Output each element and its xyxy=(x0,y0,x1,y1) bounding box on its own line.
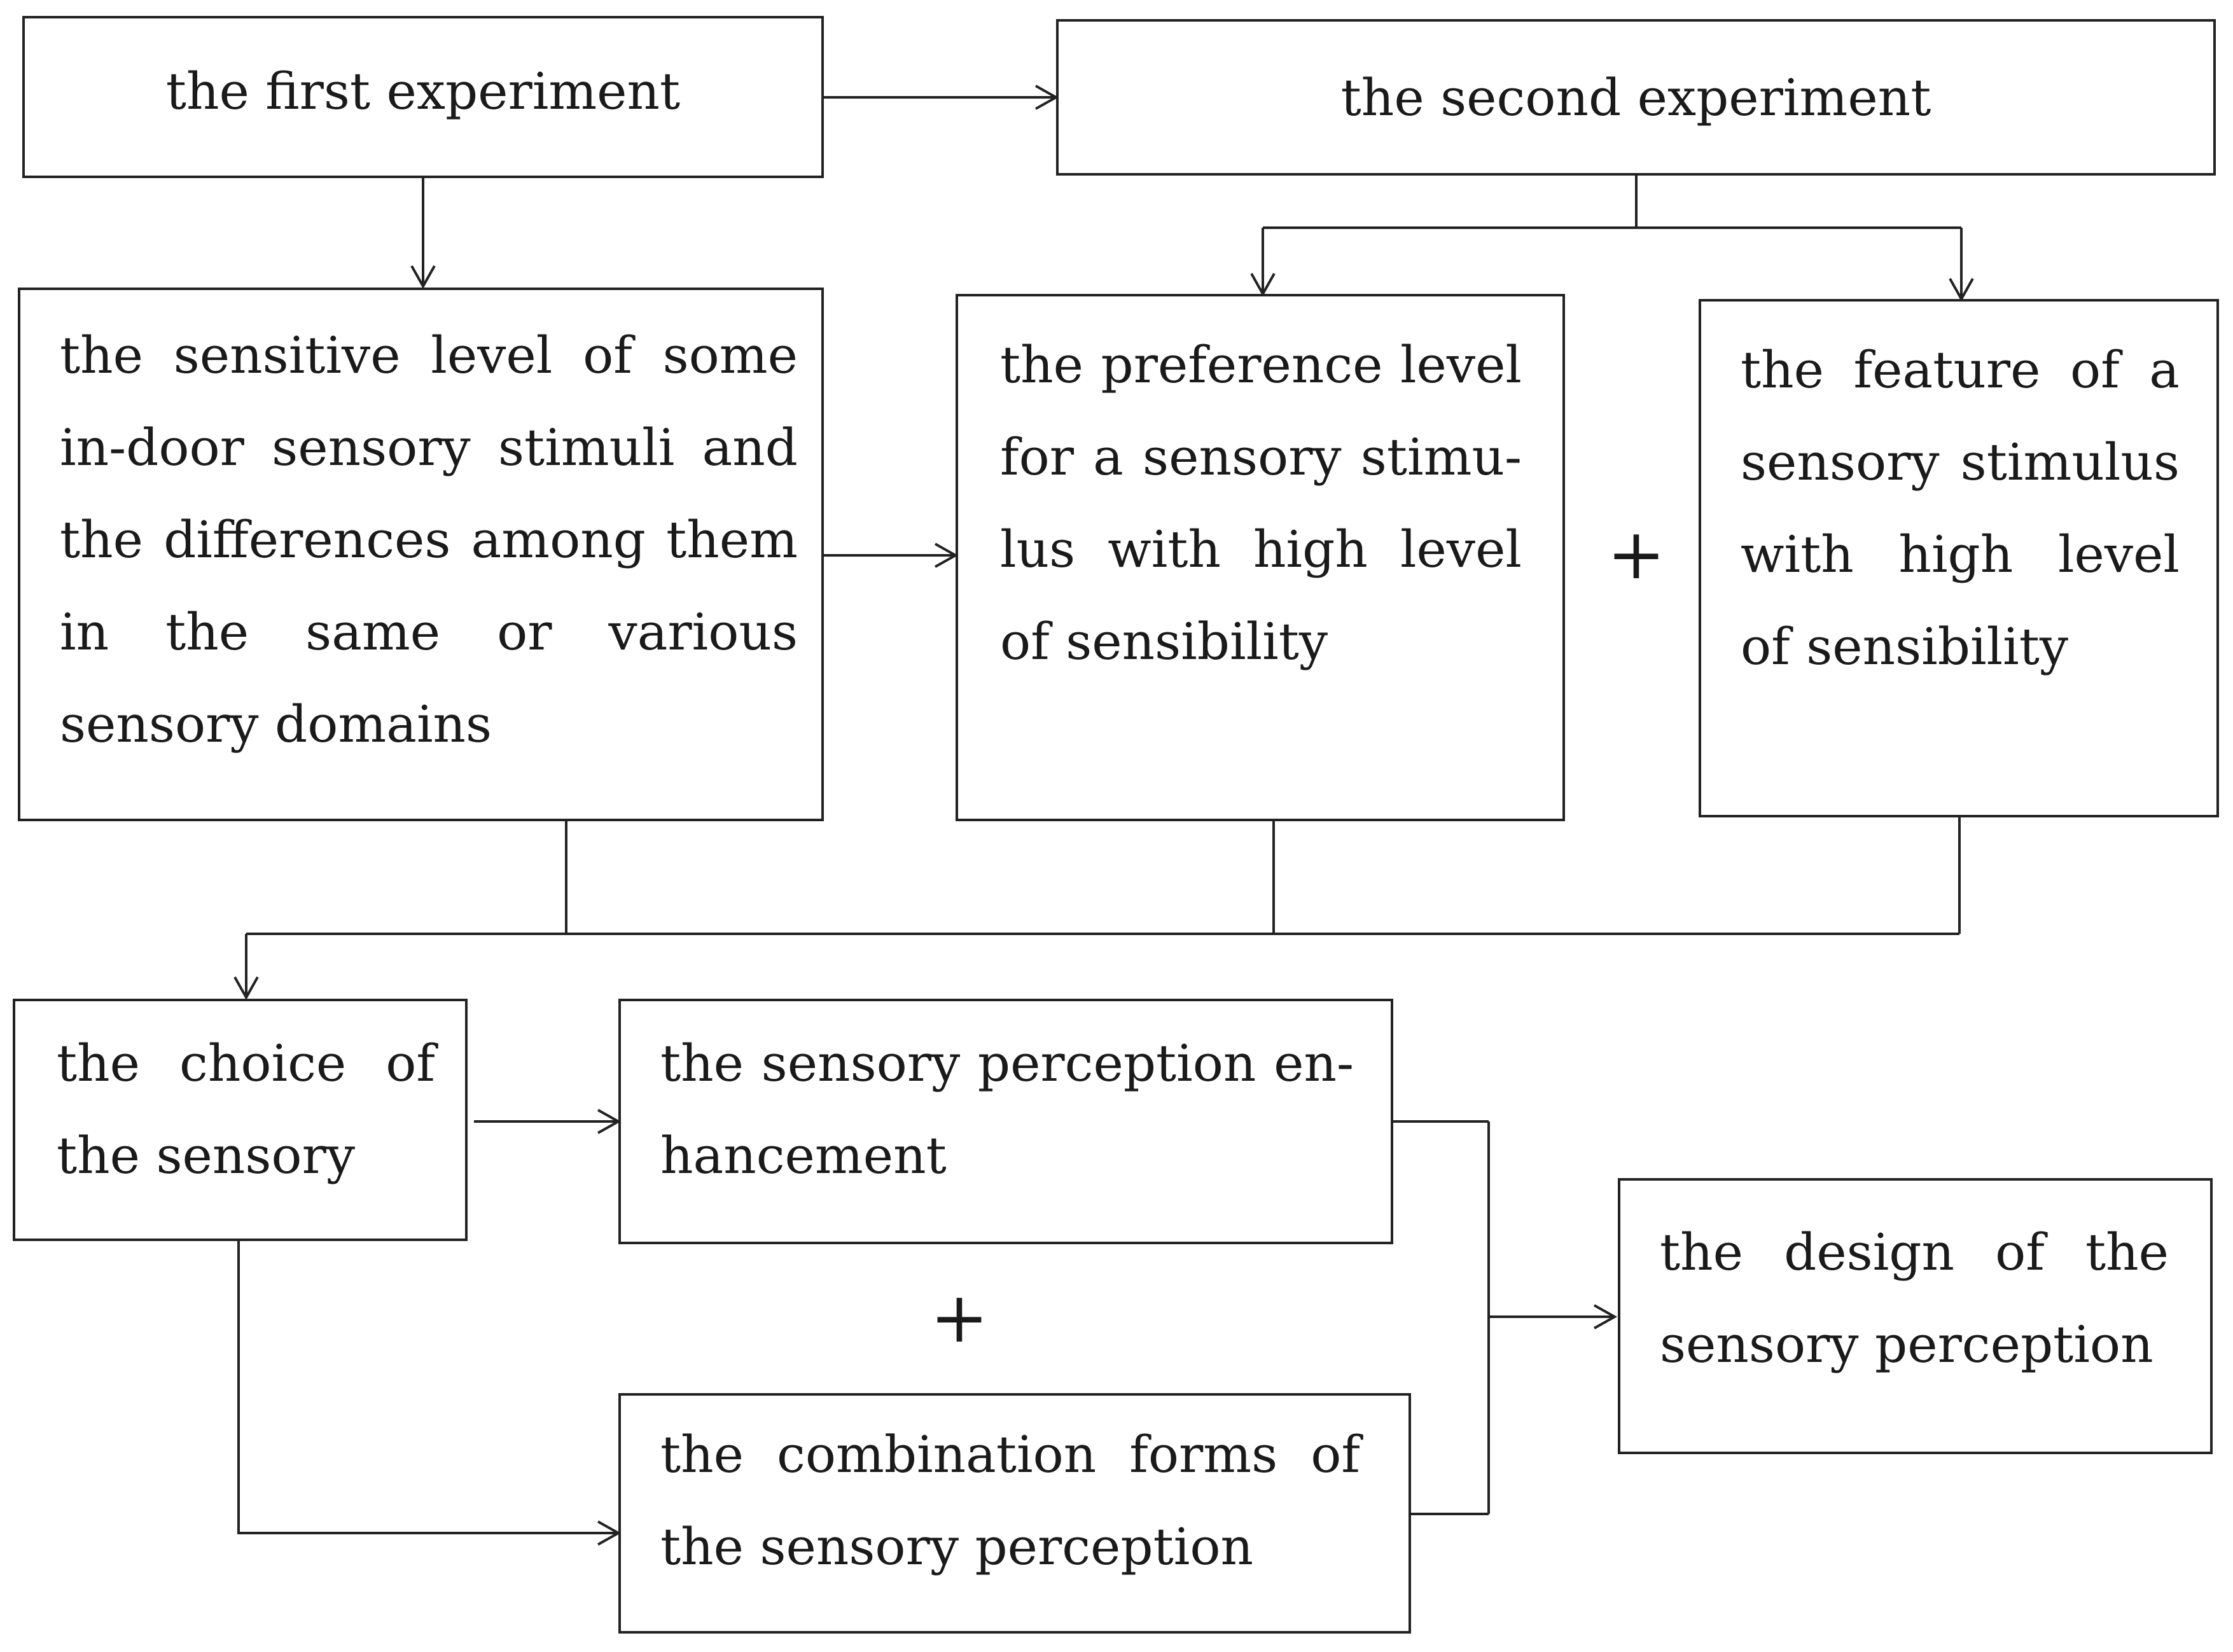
label-sensitive-level: the sensitive level of some in-door sens… xyxy=(60,326,798,754)
label-choice: the choice of the sensory xyxy=(57,1034,435,1185)
label-first-experiment: the first experiment xyxy=(165,62,681,121)
box-choice: the choice of the sensory xyxy=(13,999,468,1241)
label-design: the design of the sensory perception xyxy=(1660,1223,2169,1374)
box-first-experiment: the first experiment xyxy=(22,16,824,178)
box-design: the design of the sensory perception xyxy=(1618,1178,2213,1454)
box-sensitive-level: the sensitive level of some in-door sens… xyxy=(18,288,824,821)
box-enhancement: the sensory perception en-hancement xyxy=(618,999,1393,1244)
label-feature: the feature of a sensory stimulus with h… xyxy=(1741,340,2180,676)
box-feature: the feature of a sensory stimulus with h… xyxy=(1699,299,2219,817)
label-enhancement: the sensory perception en-hancement xyxy=(660,1034,1354,1185)
plus-bottom: + xyxy=(929,1277,989,1358)
box-combination: the combination forms of the sensory per… xyxy=(618,1393,1411,1634)
label-preference-level: the preference level for a sensory stimu… xyxy=(1000,335,1522,671)
arrow-choice-to-combination xyxy=(237,1241,622,1546)
label-second-experiment: the second experiment xyxy=(1340,68,1931,127)
box-second-experiment: the second experiment xyxy=(1056,19,2216,176)
plus-top: + xyxy=(1606,513,1666,595)
label-combination: the combination forms of the sensory per… xyxy=(660,1425,1360,1576)
box-preference-level: the preference level for a sensory stimu… xyxy=(956,294,1565,821)
